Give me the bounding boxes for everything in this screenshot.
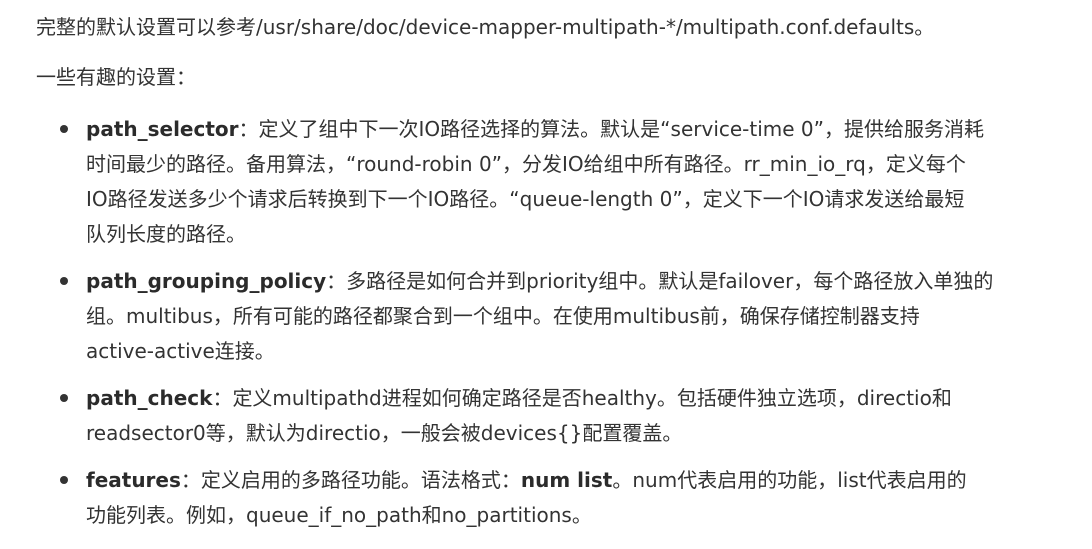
interesting-settings-heading: 一些有趣的设置： xyxy=(36,65,196,89)
syntax-format: num list xyxy=(520,468,613,492)
setting-features: features：定义启用的多路径功能。语法格式：num list。num代表启… xyxy=(36,463,1070,533)
setting-line: 组。multibus，所有可能的路径都聚合到一个组中。在使用multibus前，… xyxy=(86,304,920,328)
setting-description: 定义multipathd进程如何确定路径是否healthy。包括硬件独立选项，d… xyxy=(232,386,952,410)
bullet-dot-icon xyxy=(60,394,68,402)
setting-description: 多路径是如何合并到priority组中。默认是failover，每个路径放入单独… xyxy=(346,269,994,293)
bullet-dot-icon xyxy=(60,476,68,484)
setting-term: path_check xyxy=(86,386,213,410)
setting-line: path_grouping_policy：多路径是如何合并到priority组中… xyxy=(86,264,1070,299)
setting-path-grouping-policy: path_grouping_policy：多路径是如何合并到priority组中… xyxy=(36,264,1070,369)
setting-term: path_grouping_policy xyxy=(86,269,327,293)
setting-term: features xyxy=(86,468,181,492)
bullet-dot-icon xyxy=(60,277,68,285)
setting-line: path_check：定义multipathd进程如何确定路径是否healthy… xyxy=(86,381,1070,416)
setting-line: IO路径发送多少个请求后转换到下一个IO路径。“queue-length 0”，… xyxy=(86,187,965,211)
setting-line: active-active连接。 xyxy=(86,339,275,363)
setting-separator: ： xyxy=(180,468,201,492)
setting-separator: ： xyxy=(238,117,259,141)
setting-line: 队列长度的路径。 xyxy=(86,222,246,246)
setting-line: features：定义启用的多路径功能。语法格式：num list。num代表启… xyxy=(86,463,1070,498)
setting-path-check: path_check：定义multipathd进程如何确定路径是否healthy… xyxy=(36,381,1070,451)
setting-separator: ： xyxy=(326,269,347,293)
settings-list: path_selector：定义了组中下一次IO路径选择的算法。默认是“serv… xyxy=(36,112,1070,533)
setting-line: 时间最少的路径。备用算法，“round-robin 0”，分发IO给组中所有路径… xyxy=(86,152,966,176)
setting-path-selector: path_selector：定义了组中下一次IO路径选择的算法。默认是“serv… xyxy=(36,112,1070,252)
setting-description: 定义启用的多路径功能。语法格式： xyxy=(200,468,521,492)
setting-description: 定义了组中下一次IO路径选择的算法。默认是“service-time 0”，提供… xyxy=(258,117,985,141)
setting-line: 功能列表。例如，queue_if_no_path和no_partitions。 xyxy=(86,503,592,527)
setting-description: 。num代表启用的功能，list代表启用的 xyxy=(612,468,967,492)
setting-term: path_selector xyxy=(86,117,239,141)
setting-line: path_selector：定义了组中下一次IO路径选择的算法。默认是“serv… xyxy=(86,112,1070,147)
defaults-reference-paragraph: 完整的默认设置可以参考/usr/share/doc/device-mapper-… xyxy=(36,15,935,39)
setting-separator: ： xyxy=(212,386,233,410)
setting-line: readsector0等，默认为directio，一般会被devices{}配置… xyxy=(86,421,683,445)
bullet-dot-icon xyxy=(60,125,68,133)
